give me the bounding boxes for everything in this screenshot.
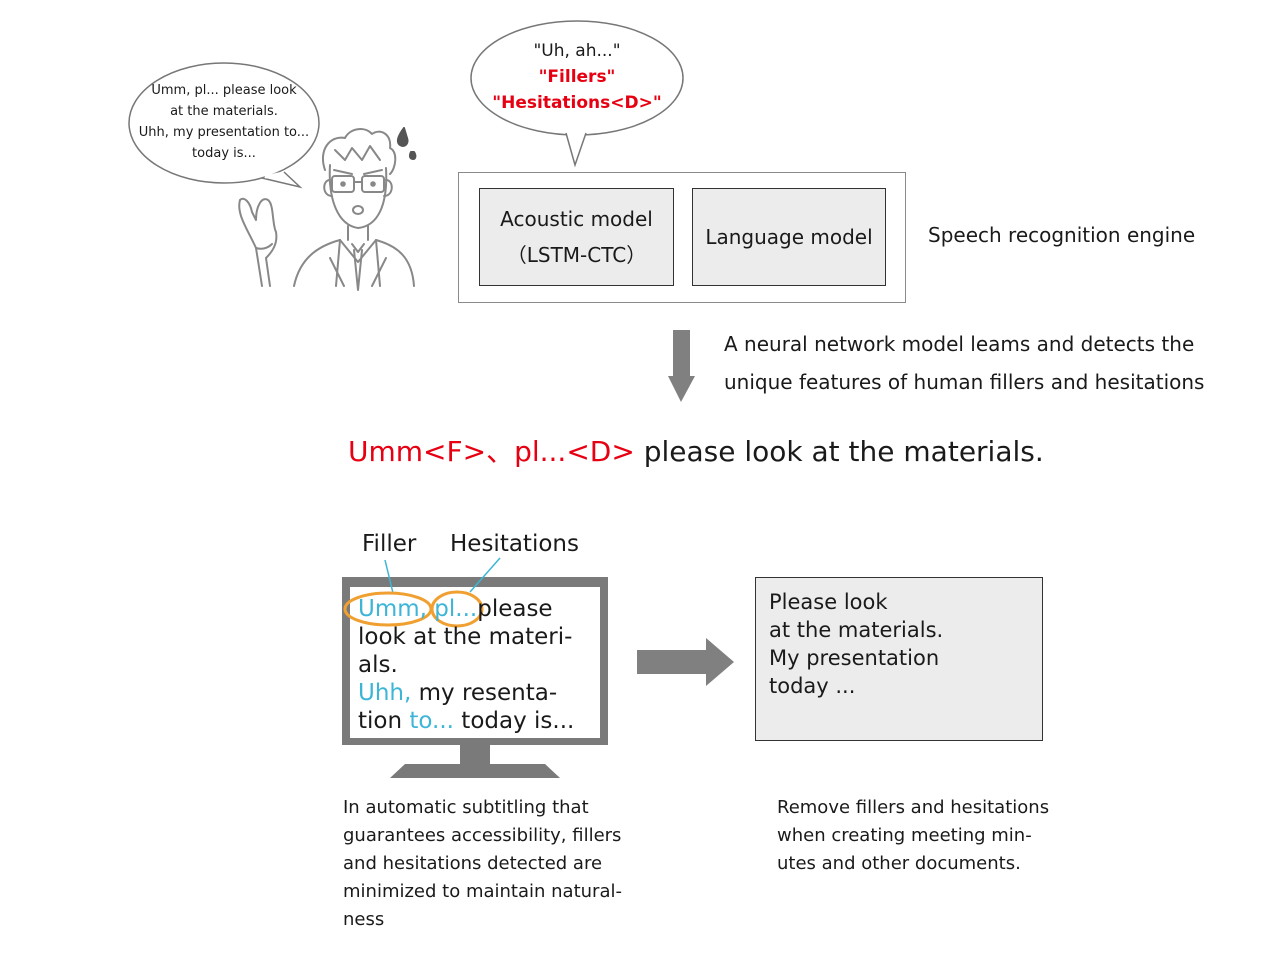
output-line-4: today ... (769, 674, 856, 698)
subtitle-line-4: Uhh, my resenta- (358, 679, 598, 707)
acoustic-model-label: Acoustic model (500, 207, 653, 231)
speaker-bubble-text: Umm, pl... please look at the materials.… (128, 80, 320, 164)
speaker-line-2: at the materials. (170, 104, 278, 119)
left-desc-line-2: guarantees accessibility, fillers (343, 825, 622, 846)
monitor-subtitle-text: Umm, pl...please look at the materi- als… (358, 595, 598, 735)
engine-bubble-fillers: "Fillers" (538, 67, 616, 87)
arrow-caption-line-2: unique features of human fillers and hes… (724, 370, 1205, 394)
arrow-caption: A neural network model leams and detects… (724, 325, 1244, 401)
speaker-speech-bubble (128, 62, 320, 189)
speaker-line-3: Uhh, my presentation to... (138, 125, 310, 140)
language-model-box: Language model (692, 188, 886, 286)
left-desc-line-3: and hesitations detected are (343, 853, 603, 874)
right-arrow-icon (637, 638, 734, 686)
engine-label: Speech recognition engine (928, 223, 1196, 247)
engine-bubble-text: "Uh, ah..." "Fillers" "Hesitations<D>" (470, 38, 684, 116)
output-line-1: Please look (769, 590, 888, 614)
acoustic-model-box: Acoustic model （LSTM-CTC） (479, 188, 674, 286)
engine-speech-bubble (470, 20, 684, 168)
subtitling-description: In automatic subtitling that guarantees … (343, 794, 663, 934)
output-line-3: My presentation (769, 646, 940, 670)
subtitle-line-5-rest: today is... (454, 708, 575, 734)
person-illustration (238, 127, 417, 291)
subtitle-line-1: Umm, pl...please (358, 595, 598, 623)
minutes-description: Remove fillers and hesitations when crea… (777, 794, 1097, 878)
acoustic-model-sublabel: （LSTM-CTC） (506, 243, 647, 267)
result-tagged-part: Umm<F>、pl...<D> (348, 435, 635, 468)
monitor-illustration (342, 557, 608, 778)
output-line-2: at the materials. (769, 618, 944, 642)
right-desc-line-3: utes and other documents. (777, 853, 1021, 874)
hesitations-label: Hesitations (450, 531, 579, 557)
right-desc-line-1: Remove fillers and hesitations (777, 797, 1050, 818)
engine-bubble-hesitations: "Hesitations<D>" (492, 93, 662, 113)
speaker-line-4: today is... (192, 146, 256, 161)
language-model-label: Language model (705, 225, 873, 249)
subtitle-line-3: als. (358, 652, 398, 678)
left-desc-line-4: minimized to maintain natural- (343, 881, 622, 902)
subtitle-line-2: look at the materi- (358, 624, 573, 650)
speaker-line-1: Umm, pl... please look (151, 83, 297, 98)
subtitle-hesitation-to: to... (409, 708, 454, 734)
filler-label: Filler (362, 531, 417, 557)
subtitle-filler-uhh: Uhh, (358, 680, 412, 706)
subtitle-hesitation-pl: pl... (434, 596, 478, 622)
cleaned-output-box: Please look at the materials. My present… (755, 577, 1043, 741)
arrow-caption-line-1: A neural network model leams and detects… (724, 332, 1195, 356)
result-plain-part: please look at the materials. (634, 435, 1044, 468)
subtitle-line-5: tion to... today is... (358, 707, 598, 735)
right-desc-line-2: when creating meeting min- (777, 825, 1032, 846)
subtitle-line-4-rest: my resenta- (411, 680, 558, 706)
left-desc-line-1: In automatic subtitling that (343, 797, 589, 818)
down-arrow-icon (668, 330, 695, 402)
subtitle-filler-umm: Umm, (358, 596, 427, 622)
recognition-result: Umm<F>、pl...<D> please look at the mater… (348, 430, 1044, 470)
left-desc-line-5: ness (343, 909, 385, 930)
engine-bubble-line-1: "Uh, ah..." (533, 41, 621, 61)
subtitle-line-5-start: tion (358, 708, 410, 734)
subtitle-line-1-rest: please (477, 596, 553, 622)
